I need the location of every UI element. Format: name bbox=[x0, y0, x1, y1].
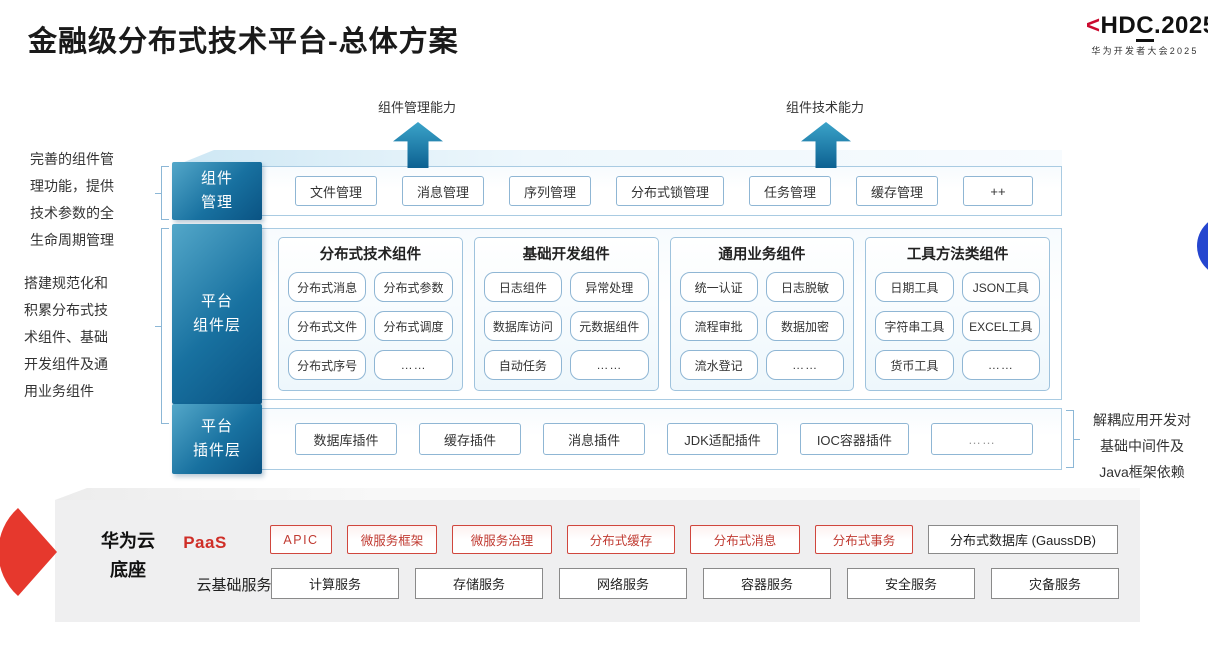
paas-label: PaaS bbox=[183, 533, 227, 552]
plugin-item: JDK适配插件 bbox=[667, 423, 778, 455]
group-title: 通用业务组件 bbox=[718, 247, 806, 263]
red-pointer-icon bbox=[0, 508, 57, 596]
note-left-top: 完善的组件管 理功能，提供 技术参数的全 生命周期管理 bbox=[30, 151, 114, 248]
iaas-service: 网络服务 bbox=[559, 568, 687, 599]
iaas-service: 存储服务 bbox=[415, 568, 543, 599]
plugin-item: 缓存插件 bbox=[419, 423, 522, 455]
component-item: EXCEL工具 bbox=[961, 311, 1040, 341]
component-item: 元数据组件 bbox=[570, 311, 649, 341]
component-item: 统一认证 bbox=[679, 272, 758, 302]
group-title: 基础开发组件 bbox=[522, 247, 610, 263]
plugin-item: 数据库插件 bbox=[295, 423, 397, 455]
paas-services-row: APIC 微服务框架 微服务治理 分布式缓存 分布式消息 分布式事务 分布式数据… bbox=[270, 525, 1118, 554]
mgmt-item: 消息管理 bbox=[402, 176, 485, 206]
mgmt-item: 序列管理 bbox=[509, 176, 592, 206]
component-item: 数据库访问 bbox=[483, 311, 563, 341]
capability-label-mgmt: 组件管理能力 bbox=[377, 100, 456, 115]
layer-platform-components: 分布式技术组件 分布式消息 分布式参数 分布式文件 分布式调度 分布式序号 ……… bbox=[172, 228, 1062, 400]
component-item: 货币工具 bbox=[875, 350, 954, 380]
logo-brand-c: C bbox=[1136, 12, 1155, 42]
edge-dot-icon bbox=[1197, 215, 1208, 277]
layer-label-platform-components: 平台 组件层 bbox=[172, 224, 262, 404]
capability-label-tech: 组件技术能力 bbox=[785, 100, 864, 115]
group-grid: 分布式消息 分布式参数 分布式文件 分布式调度 分布式序号 …… bbox=[279, 272, 462, 390]
note-right: 解耦应用开发对 基础中间件及 Java框架依赖 bbox=[1093, 412, 1191, 480]
component-item-more: …… bbox=[374, 350, 453, 380]
left-bracket-row1 bbox=[155, 166, 169, 220]
logo-brand-post: .2025 bbox=[1154, 12, 1208, 39]
iaas-label: 云基础服务 bbox=[196, 577, 272, 594]
component-groups: 分布式技术组件 分布式消息 分布式参数 分布式文件 分布式调度 分布式序号 ……… bbox=[278, 237, 1050, 391]
paas-service: 微服务框架 bbox=[347, 525, 437, 554]
iaas-service: 安全服务 bbox=[847, 568, 975, 599]
iaas-services-row: 计算服务 存储服务 网络服务 容器服务 安全服务 灾备服务 bbox=[271, 568, 1119, 599]
component-item: 分布式参数 bbox=[374, 272, 453, 302]
page-title: 金融级分布式技术平台-总体方案 bbox=[28, 26, 459, 58]
component-item-more: …… bbox=[765, 350, 845, 380]
paas-service: APIC bbox=[270, 525, 332, 554]
component-item: 日期工具 bbox=[875, 272, 954, 302]
plugin-item: IOC容器插件 bbox=[799, 423, 909, 455]
component-item: 分布式消息 bbox=[288, 272, 367, 302]
component-item: 分布式调度 bbox=[374, 311, 453, 341]
right-bracket-row3 bbox=[1066, 410, 1080, 468]
group-common-business: 通用业务组件 统一认证 日志脱敏 流程审批 数据加密 流水登记 …… bbox=[669, 237, 855, 391]
component-item: 自动任务 bbox=[483, 350, 563, 380]
huawei-cloud-panel bbox=[55, 500, 1140, 622]
component-item: 流水登记 bbox=[679, 350, 758, 380]
component-item: 字符串工具 bbox=[875, 311, 954, 341]
group-grid: 日志组件 异常处理 数据库访问 元数据组件 自动任务 …… bbox=[475, 272, 658, 390]
iaas-service: 灾备服务 bbox=[991, 568, 1119, 599]
component-item: 日志脱敏 bbox=[765, 272, 845, 302]
layer-label-platform-plugins: 平台 插件层 bbox=[172, 404, 262, 474]
logo-brand-pre: HD bbox=[1100, 12, 1137, 39]
component-item-more: …… bbox=[961, 350, 1040, 380]
layer-platform-plugins: 数据库插件 缓存插件 消息插件 JDK适配插件 IOC容器插件 …… bbox=[172, 408, 1062, 470]
component-item-more: …… bbox=[570, 350, 649, 380]
group-distributed-tech: 分布式技术组件 分布式消息 分布式参数 分布式文件 分布式调度 分布式序号 …… bbox=[278, 237, 463, 391]
hdc-logo-text: <HDC.2025> bbox=[1086, 12, 1208, 42]
layer-component-mgmt-items: 文件管理 消息管理 序列管理 分布式锁管理 任务管理 缓存管理 ++ bbox=[263, 167, 1061, 215]
group-basic-dev: 基础开发组件 日志组件 异常处理 数据库访问 元数据组件 自动任务 …… bbox=[473, 237, 659, 391]
paas-service: 分布式缓存 bbox=[567, 525, 675, 554]
mgmt-item: 任务管理 bbox=[749, 176, 832, 206]
stack-roof bbox=[172, 150, 1062, 167]
group-title: 分布式技术组件 bbox=[319, 247, 422, 263]
group-grid: 统一认证 日志脱敏 流程审批 数据加密 流水登记 …… bbox=[671, 272, 854, 390]
component-item: 日志组件 bbox=[483, 272, 563, 302]
layer-component-mgmt: 文件管理 消息管理 序列管理 分布式锁管理 任务管理 缓存管理 ++ bbox=[172, 166, 1062, 216]
left-bracket-row2 bbox=[155, 228, 169, 424]
mgmt-item: 缓存管理 bbox=[856, 176, 939, 206]
mgmt-item: 文件管理 bbox=[295, 176, 378, 206]
component-item: JSON工具 bbox=[961, 272, 1040, 302]
panel-roof bbox=[55, 488, 1140, 500]
component-item: 分布式序号 bbox=[288, 350, 367, 380]
mgmt-item-more: ++ bbox=[963, 176, 1033, 206]
group-grid: 日期工具 JSON工具 字符串工具 EXCEL工具 货币工具 …… bbox=[866, 272, 1049, 390]
component-item: 数据加密 bbox=[765, 311, 845, 341]
component-item: 异常处理 bbox=[570, 272, 649, 302]
paas-service: 微服务治理 bbox=[452, 525, 552, 554]
paas-service: 分布式事务 bbox=[815, 525, 913, 554]
iaas-service: 计算服务 bbox=[271, 568, 399, 599]
hdc-logo: <HDC.2025> 华为开发者大会2025 bbox=[1086, 12, 1208, 57]
group-tool-methods: 工具方法类组件 日期工具 JSON工具 字符串工具 EXCEL工具 货币工具 …… bbox=[865, 237, 1050, 391]
logo-open-bracket: < bbox=[1086, 12, 1101, 39]
logo-subtitle: 华为开发者大会2025 bbox=[1091, 46, 1199, 56]
paas-service: 分布式消息 bbox=[690, 525, 800, 554]
group-title: 工具方法类组件 bbox=[906, 247, 1009, 263]
plugin-item: 消息插件 bbox=[543, 423, 646, 455]
layer-label-component-mgmt: 组件 管理 bbox=[172, 162, 262, 220]
component-item: 流程审批 bbox=[679, 311, 758, 341]
component-item: 分布式文件 bbox=[288, 311, 367, 341]
mgmt-item: 分布式锁管理 bbox=[616, 176, 725, 206]
iaas-service: 容器服务 bbox=[703, 568, 831, 599]
note-left-bottom: 搭建规范化和 积累分布式技 术组件、基础 开发组件及通 用业务组件 bbox=[24, 275, 108, 399]
layer-platform-plugins-items: 数据库插件 缓存插件 消息插件 JDK适配插件 IOC容器插件 …… bbox=[263, 409, 1061, 469]
cloud-base-label: 华为云 底座 bbox=[101, 531, 155, 580]
paas-database-box: 分布式数据库 (GaussDB) bbox=[928, 525, 1118, 554]
plugin-item-more: …… bbox=[931, 423, 1033, 455]
